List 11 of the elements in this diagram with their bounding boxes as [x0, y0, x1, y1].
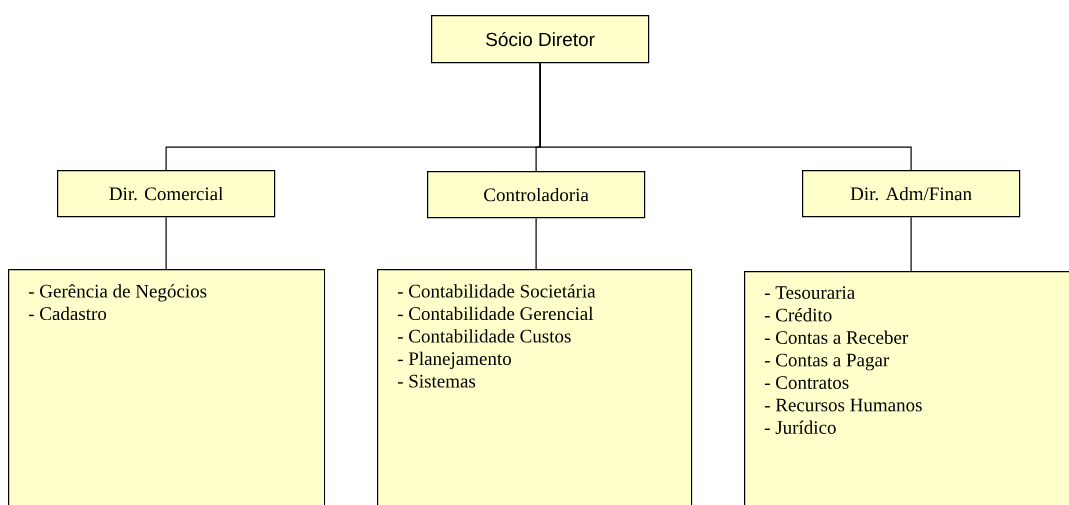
department-box: Dir. Comercial — [57, 170, 276, 218]
title-box: Sócio Diretor — [431, 15, 650, 64]
department-box: Controladoria — [427, 171, 646, 219]
task-list-box: - Contabilidade Societária - Contabilidade Gerencial - Contabilidade Custos - Planejamento - Sistemas — [377, 269, 693, 505]
department-box: Dir. Adm/Finan — [802, 170, 1021, 218]
connector-line — [910, 216, 912, 272]
connector-line — [539, 62, 912, 171]
connector-line — [165, 216, 167, 270]
task-list-box: - Gerência de Negócios - Cadastro — [8, 269, 326, 505]
connector-line — [535, 217, 537, 270]
task-list-box: - Tesouraria - Crédito - Contas a Receber - Contas a Pagar - Contratos - Recursos Humanos - Jurídico — [744, 271, 1069, 505]
